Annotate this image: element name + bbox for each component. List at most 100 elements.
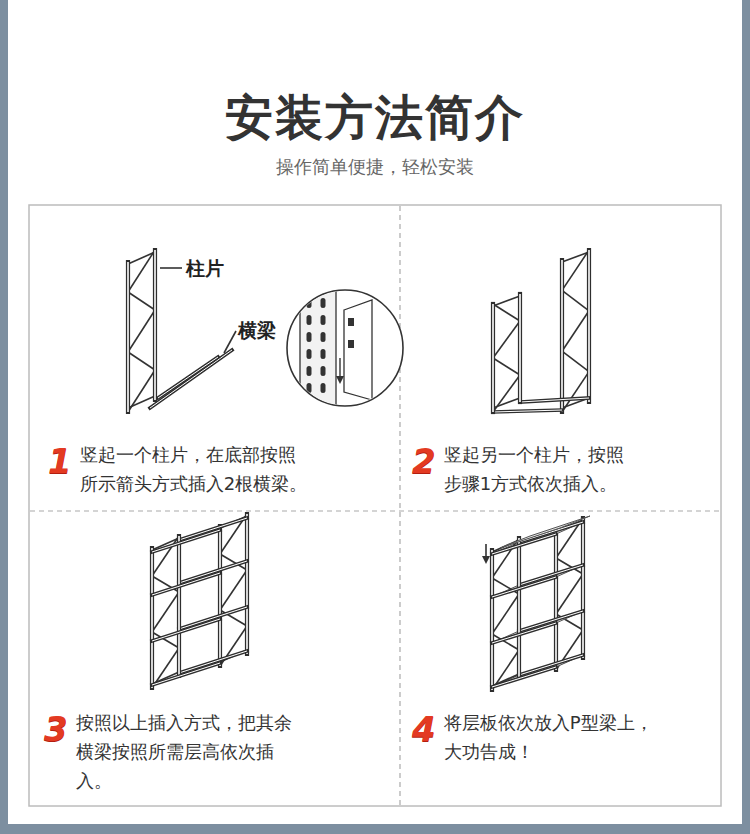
tube-face (555, 530, 557, 670)
tube-edge (518, 294, 522, 402)
step-number: 1 (48, 442, 72, 480)
tube-face (152, 663, 220, 685)
tube-face (582, 518, 584, 658)
brace-line (562, 311, 589, 351)
tube-edge (177, 536, 181, 676)
tube-face (518, 538, 520, 678)
brace-line (128, 310, 155, 352)
brace-line (493, 398, 520, 408)
tube-edge (179, 561, 247, 583)
tube-face (158, 357, 218, 398)
shelf-board (492, 565, 583, 597)
tube-edge (179, 518, 247, 540)
connector-hook (348, 318, 354, 326)
brace-line (220, 570, 247, 610)
tube-edge (179, 651, 247, 673)
tube-edge (587, 250, 591, 402)
brace-line (493, 321, 520, 358)
tube-face (520, 398, 589, 402)
tube-edge (150, 548, 154, 688)
tube-edge (520, 398, 589, 402)
tube-edge (519, 655, 583, 675)
slot-hole (321, 383, 326, 393)
part-label: 横梁 (238, 318, 276, 343)
shelf-board (492, 611, 583, 643)
tube-face (179, 651, 247, 673)
brace-line (160, 267, 182, 269)
panel-frame (29, 205, 721, 806)
tube-face (178, 536, 180, 676)
tube-face (519, 655, 583, 675)
tube-face (519, 565, 583, 585)
tube-face (493, 410, 562, 412)
shelf-board (492, 522, 583, 554)
slot-hole (307, 332, 312, 342)
slot-hole (307, 366, 312, 376)
tube-face (561, 260, 563, 412)
slot-detail (287, 285, 403, 415)
tube-edge (179, 607, 247, 629)
tube-edge (492, 667, 556, 687)
tube-edge (152, 619, 220, 641)
brace-line (562, 290, 589, 310)
tube-edge (245, 514, 249, 654)
step-text: 将层板依次放入P型梁上， 大功告成！ (444, 708, 666, 766)
subtitle: 操作简单便捷，轻松安装 (0, 155, 750, 179)
brace-line (562, 252, 589, 262)
slot-hole (307, 349, 312, 359)
slot-hole (321, 332, 326, 342)
insert-arrow (339, 358, 340, 378)
tube-edge (153, 250, 157, 400)
tube-face (127, 262, 129, 412)
tube-edge (492, 534, 556, 554)
tube-edge (491, 304, 495, 412)
brace-line (562, 250, 589, 290)
tube-face (492, 623, 556, 643)
tube-edge (560, 260, 564, 412)
step-text: 竖起一个柱片，在底部按照 所示箭头方式插入2根横梁。 (80, 440, 312, 498)
tube-face (219, 526, 221, 666)
brace-line (128, 396, 155, 408)
brace-line (493, 375, 520, 412)
part-label: 柱片 (186, 256, 224, 281)
brace-line (128, 370, 155, 412)
drop-arrowhead (482, 556, 490, 564)
tube-face (492, 577, 556, 597)
tube-face (150, 350, 232, 408)
step3-figure (152, 514, 247, 688)
slot-hole (321, 366, 326, 376)
step-number: 4 (412, 710, 436, 748)
tube-face (492, 534, 556, 554)
tube-edge (152, 573, 220, 595)
tube-face (152, 530, 220, 552)
step2-figure (493, 250, 589, 412)
tube-face (179, 607, 247, 629)
tube-edge (152, 663, 220, 685)
brace-line (492, 594, 519, 634)
tube-edge (519, 565, 583, 585)
step-block: 1竖起一个柱片，在底部按照 所示箭头方式插入2根横梁。 (48, 440, 312, 498)
tube-face (154, 250, 156, 400)
beam-connector (344, 300, 372, 400)
tube-face (246, 514, 248, 654)
tube-edge (218, 526, 222, 666)
brace-line (152, 592, 179, 632)
dashed-divider (30, 510, 720, 511)
brace-line (493, 296, 520, 306)
brace-line (485, 544, 487, 558)
brace-line (562, 372, 589, 412)
step-block: 4将层板依次放入P型梁上， 大功告成！ (412, 708, 666, 766)
brace-line (128, 250, 155, 292)
tube-edge (126, 262, 130, 412)
step-text: 竖起另一个柱片，按照 步骤1方式依次插入。 (444, 440, 636, 498)
step-block: 3按照以上插入方式，把其余 横梁按照所需层高依次插入。 (44, 708, 308, 795)
page-border (742, 0, 750, 834)
page-border (0, 0, 8, 834)
slot-hole (321, 315, 326, 325)
tube-face (152, 619, 220, 641)
slot-hole (307, 383, 312, 393)
step-text: 按照以上插入方式，把其余 横梁按照所需层高依次插入。 (76, 708, 308, 795)
brace-line (128, 352, 155, 370)
tube-face (151, 548, 153, 688)
tube-edge (517, 538, 521, 678)
